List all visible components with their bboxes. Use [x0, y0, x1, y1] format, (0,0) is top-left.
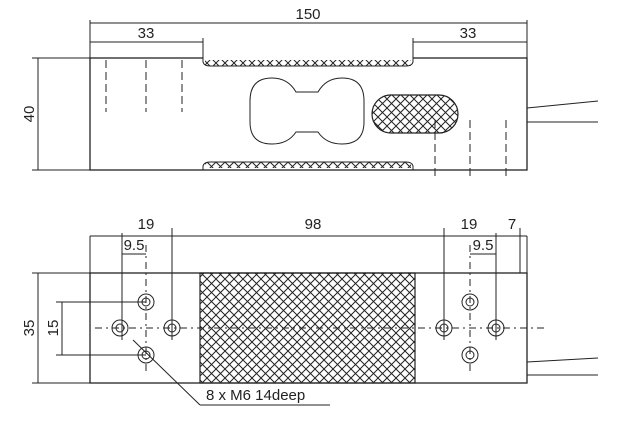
hole-icon	[111, 319, 129, 337]
bottom-view: 19 98 19 7 9.5 9.5 35 15 8 x M6 14deep	[21, 216, 599, 406]
dim-width: 35	[21, 320, 38, 337]
dogbone-cutout	[249, 77, 365, 145]
hole-icon	[487, 319, 505, 337]
dim-overall-length: 150	[295, 6, 320, 23]
dim-left-hole-offset: 9.5	[124, 237, 145, 254]
dim-center-span: 98	[305, 216, 322, 233]
top-view: 150 33 33 40	[21, 6, 599, 178]
top-hatch-upper	[205, 60, 411, 66]
dim-right-offset: 33	[460, 25, 477, 42]
top-body-outline	[89, 57, 528, 171]
top-hatch-lower	[205, 162, 411, 168]
dim-hole-pitch: 15	[45, 320, 62, 337]
hole-callout: 8 x M6 14deep	[206, 387, 305, 404]
strain-gauge-pad	[371, 94, 459, 134]
dim-right-hole-offset: 9.5	[473, 237, 494, 254]
hole-icon	[435, 319, 453, 337]
dim-right-spacing: 19	[461, 216, 478, 233]
callout-leader	[132, 339, 201, 406]
hole-icon	[461, 346, 479, 364]
dim-left-offset: 33	[138, 25, 155, 42]
dim-left-spacing: 19	[138, 216, 155, 233]
dim-height: 40	[21, 106, 38, 123]
hole-icon	[461, 293, 479, 311]
mounting-holes-right	[435, 293, 505, 364]
hole-icon	[163, 319, 181, 337]
dim-end-gap: 7	[508, 216, 516, 233]
